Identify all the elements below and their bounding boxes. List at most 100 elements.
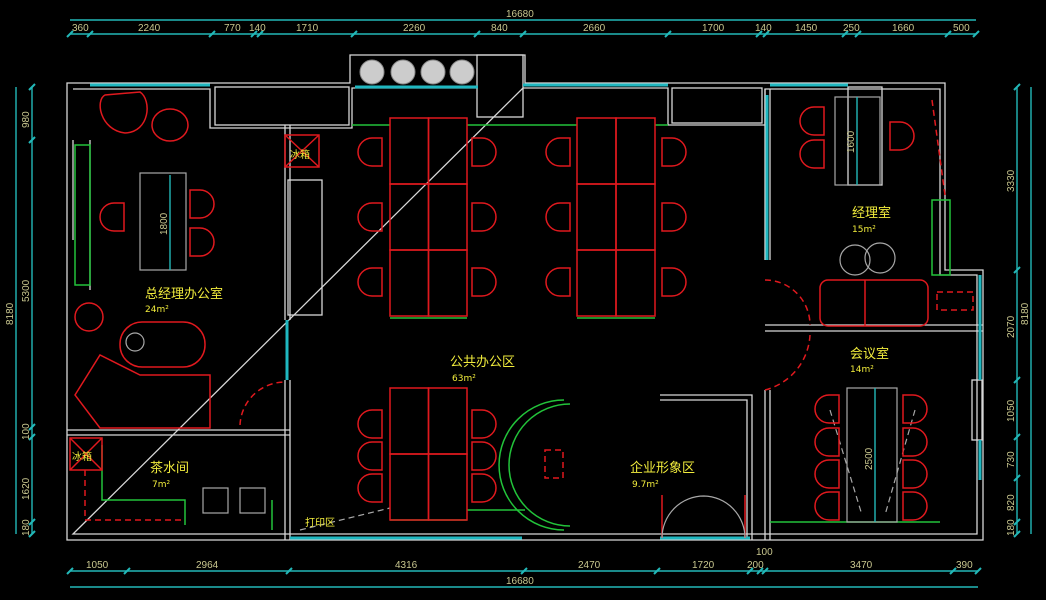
dim-label: 200 xyxy=(747,560,764,571)
dim-tick xyxy=(28,136,36,144)
dim-label: 100 xyxy=(756,547,773,558)
dim-label: 2240 xyxy=(138,23,161,34)
dim-label: 360 xyxy=(72,23,89,34)
chair xyxy=(99,202,125,232)
desk xyxy=(576,117,617,185)
dim-tick xyxy=(350,30,358,38)
chair xyxy=(471,202,497,232)
desk xyxy=(389,249,430,317)
dim-label: 1050 xyxy=(1006,399,1017,422)
chair xyxy=(902,459,928,489)
chair xyxy=(471,441,497,471)
dim-label: 1710 xyxy=(296,23,319,34)
desk xyxy=(389,117,430,185)
room-label-manager-office: 经理室 xyxy=(852,205,891,221)
dim-tick xyxy=(208,30,216,38)
dim-tick xyxy=(250,30,258,38)
dim-tick xyxy=(1013,530,1021,538)
dim-tick xyxy=(1013,518,1021,526)
dim-tick xyxy=(28,433,36,441)
chair xyxy=(814,459,840,489)
print-area-label: 打印区 xyxy=(305,516,335,529)
chair xyxy=(545,202,571,232)
dim-tick xyxy=(664,30,672,38)
dim-tick xyxy=(746,567,754,575)
dim-label: 730 xyxy=(1006,451,1017,468)
chair xyxy=(902,394,928,424)
walls xyxy=(66,54,984,541)
room-label-meeting-room: 会议室 xyxy=(850,346,889,362)
desk xyxy=(427,453,468,521)
dim-tick xyxy=(755,30,763,38)
dim-tick xyxy=(653,567,661,575)
dim-label: 3330 xyxy=(1006,169,1017,192)
dim-tick xyxy=(756,567,764,575)
dim-label: 4316 xyxy=(395,560,418,571)
dim-tick xyxy=(1013,433,1021,441)
desk-dimension-manager: 1600 xyxy=(846,130,857,153)
dim-tick xyxy=(66,30,74,38)
dim-tick xyxy=(841,30,849,38)
total-height-left: 8180 xyxy=(5,302,16,325)
chair xyxy=(357,409,383,439)
dim-label: 2070 xyxy=(1006,315,1017,338)
left-dimension-labels: 980 5300 100 1620 180 xyxy=(21,111,32,536)
dim-label: 180 xyxy=(21,519,32,536)
dim-label: 2964 xyxy=(196,560,219,571)
dim-label: 5300 xyxy=(21,279,32,302)
dim-label: 500 xyxy=(953,23,970,34)
chair xyxy=(661,267,687,297)
dim-label: 980 xyxy=(21,111,32,128)
dim-label: 1050 xyxy=(86,560,109,571)
total-width-bottom: 16680 xyxy=(506,576,534,587)
dim-tick xyxy=(1013,474,1021,482)
bottom-dimension-labels: 1050 2964 4316 2470 1720 200 100 3470 39… xyxy=(86,547,973,571)
dim-tick xyxy=(949,567,957,575)
chair xyxy=(661,202,687,232)
desk xyxy=(615,249,656,317)
desk xyxy=(615,183,656,251)
dim-tick xyxy=(520,567,528,575)
chair xyxy=(814,491,840,521)
chair xyxy=(189,189,215,219)
dim-tick xyxy=(28,518,36,526)
desk xyxy=(576,249,617,317)
dim-tick xyxy=(1013,266,1021,274)
chair xyxy=(799,106,825,136)
dim-tick xyxy=(256,30,264,38)
dim-tick xyxy=(473,30,481,38)
windows xyxy=(90,83,982,540)
dim-label: 100 xyxy=(21,423,32,440)
dim-tick xyxy=(974,567,982,575)
desk xyxy=(427,117,468,185)
dim-label: 1450 xyxy=(795,23,818,34)
room-area-meeting-room: 14m² xyxy=(850,365,874,375)
dim-tick xyxy=(86,30,94,38)
chair xyxy=(889,121,915,151)
desk-dimension-gm: 1800 xyxy=(159,212,170,235)
dim-tick xyxy=(854,30,862,38)
desk xyxy=(427,183,468,251)
room-area-tea-room: 7m² xyxy=(152,480,170,490)
chair xyxy=(471,473,497,503)
dim-tick xyxy=(28,530,36,538)
chair xyxy=(357,441,383,471)
top-dimension-labels: 360 2240 770 140 1710 2260 840 2660 1700… xyxy=(72,23,970,34)
dim-tick xyxy=(28,423,36,431)
table-dimension-meeting: 2500 xyxy=(864,447,875,470)
dim-label: 820 xyxy=(1006,494,1017,511)
dim-label: 2660 xyxy=(583,23,606,34)
dim-label: 390 xyxy=(956,560,973,571)
chair xyxy=(799,139,825,169)
dim-tick xyxy=(944,30,952,38)
dim-label: 840 xyxy=(491,23,508,34)
desk xyxy=(389,387,430,455)
chair xyxy=(471,137,497,167)
room-label-tea-room: 茶水间 xyxy=(150,460,189,476)
room-area-manager-office: 15m² xyxy=(852,225,876,235)
room-label-gm-office: 总经理办公室 xyxy=(145,286,223,302)
dim-tick xyxy=(519,30,527,38)
plant-icons xyxy=(359,59,475,85)
dim-label: 770 xyxy=(224,23,241,34)
